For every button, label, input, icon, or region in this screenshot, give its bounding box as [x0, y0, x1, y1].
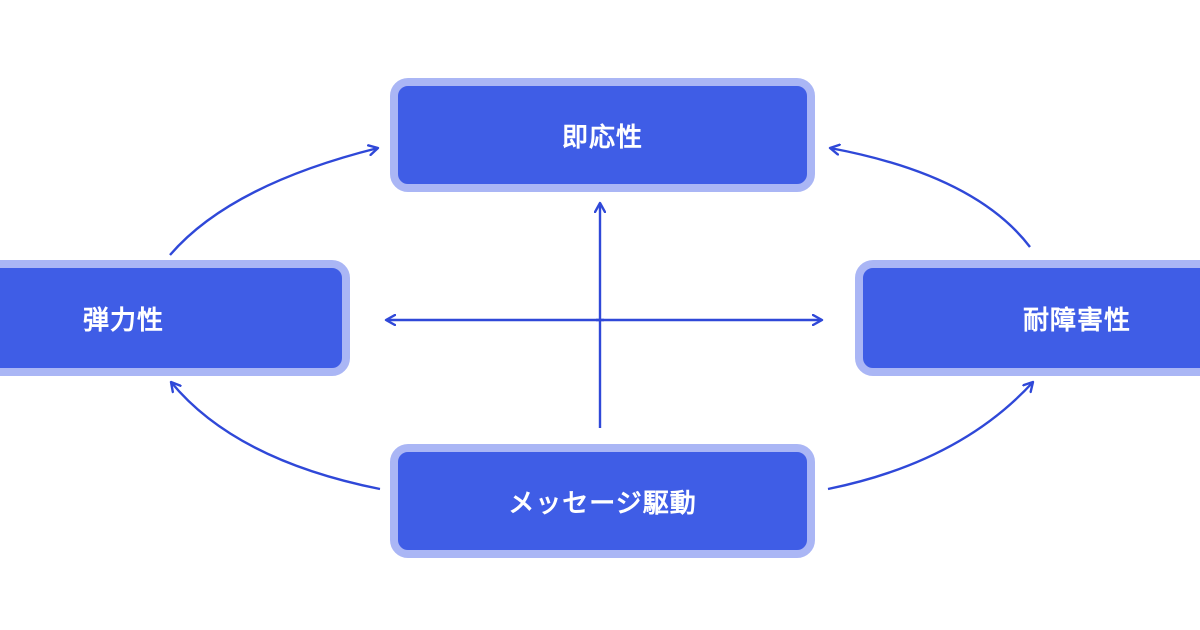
arrow-message-driven-to-elasticity [171, 382, 381, 491]
arrow-elasticity-to-responsiveness [169, 148, 378, 256]
node-elasticity-label: 弾力性 [83, 305, 165, 336]
node-resilience-label: 耐障害性 [1023, 305, 1132, 336]
arrow-message-driven-to-resilience [827, 382, 1033, 491]
arrow-resilience-to-responsiveness [830, 148, 1031, 248]
node-resilience: 耐障害性 [855, 260, 1200, 376]
node-elasticity: 弾力性 [0, 260, 350, 376]
node-responsiveness: 即応性 [390, 78, 815, 192]
node-message-driven-label: メッセージ駆動 [508, 488, 697, 519]
node-message-driven: メッセージ駆動 [390, 444, 815, 558]
node-responsiveness-label: 即応性 [561, 122, 643, 153]
